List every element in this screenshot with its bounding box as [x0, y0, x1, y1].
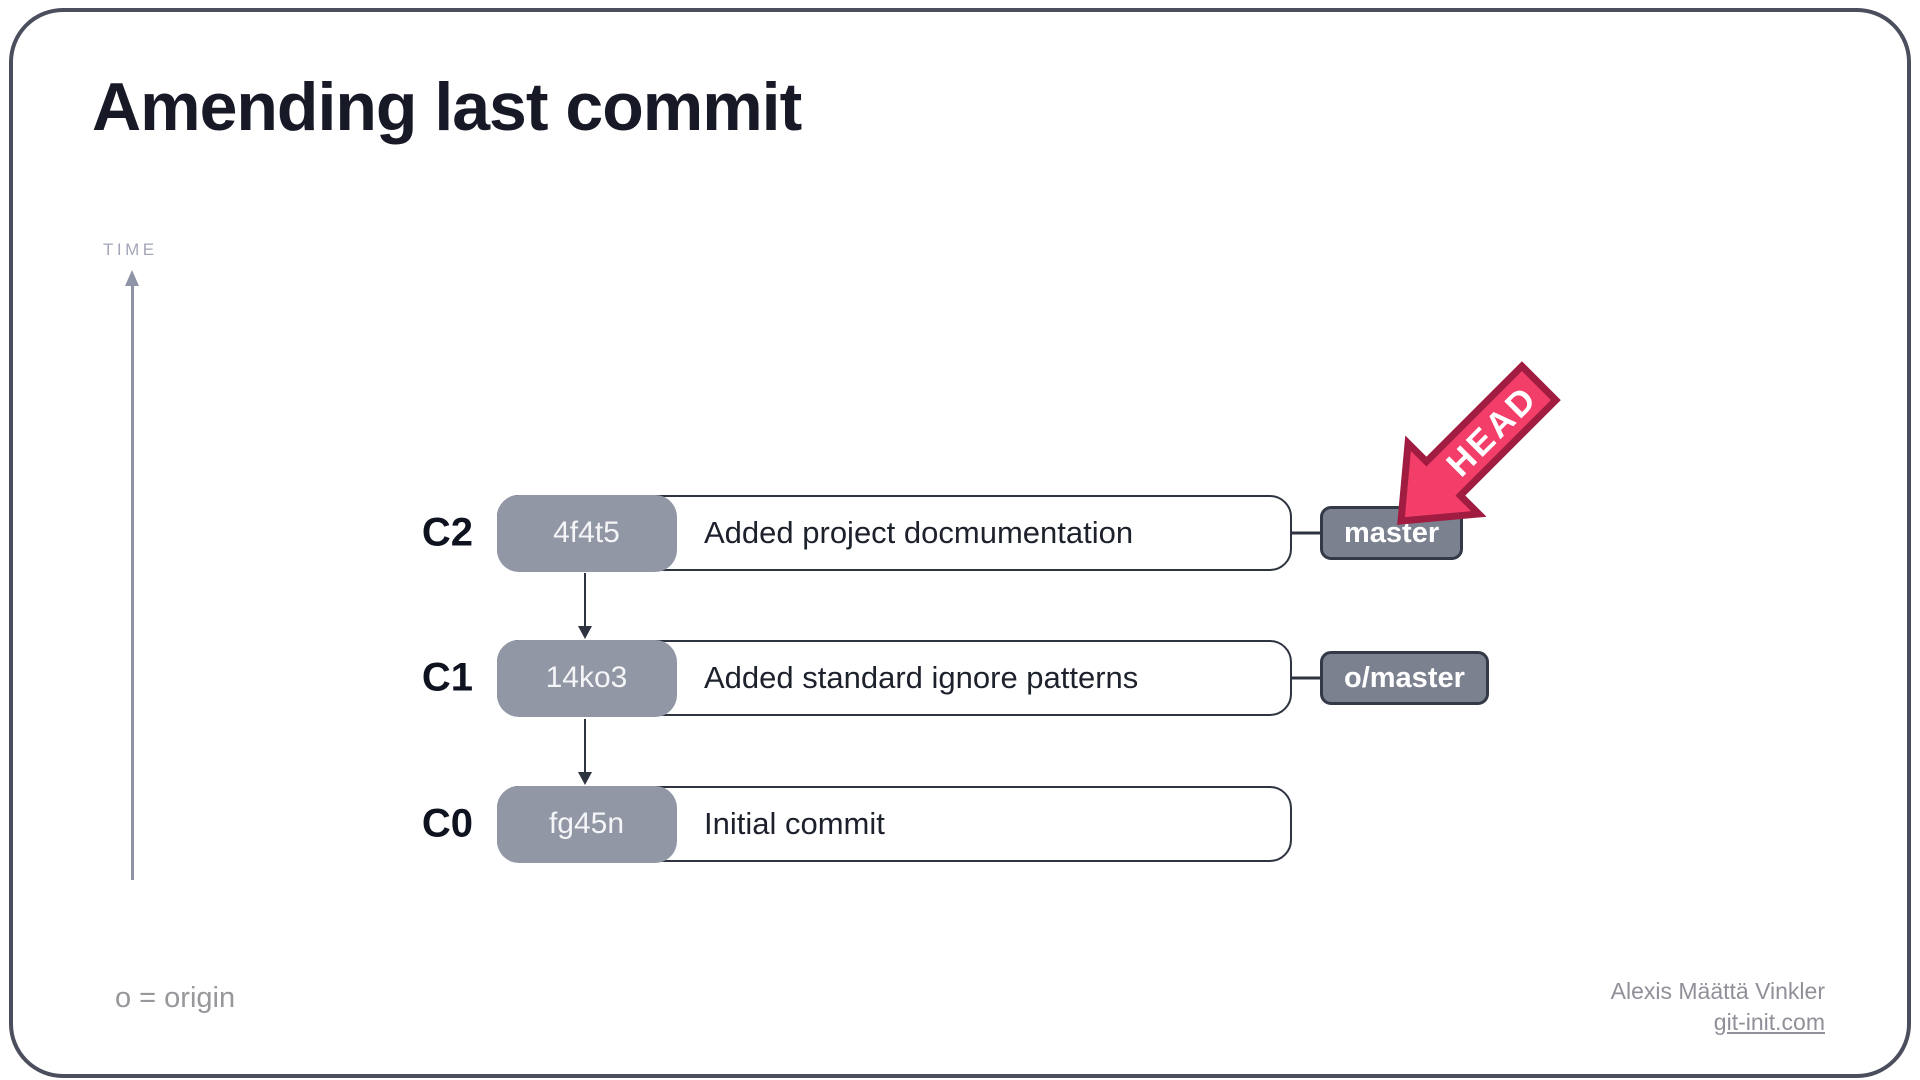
commit-hash: 4f4t5 [553, 516, 620, 549]
commit-box: 4f4t5 Added project docmumentation [496, 494, 1292, 572]
commit-hash: 14ko3 [545, 661, 628, 694]
ref-connector-line [1292, 531, 1321, 535]
head-arrow: HEAD [1397, 361, 1561, 525]
time-axis-label: TIME [103, 240, 158, 259]
commit-box: 14ko3 Added standard ignore patterns [496, 639, 1292, 717]
commit-parent-arrow [578, 573, 592, 639]
commit-hash: fg45n [548, 807, 625, 840]
page-title: Amending last commit [92, 69, 802, 145]
commit-label: C0 [421, 801, 473, 846]
commit-row-c0: C0 fg45n Initial commit [0, 785, 1920, 863]
commit-row-c2: C2 4f4t5 Added project docmumentation ma… [0, 494, 1920, 572]
branch-badge-origin-master: o/master [1320, 651, 1489, 705]
arrow-shaft [583, 573, 587, 626]
time-axis-line [131, 284, 134, 880]
origin-legend: o = origin [115, 982, 236, 1014]
commit-hash-pill: fg45n [496, 785, 677, 863]
commit-message: Added standard ignore patterns [704, 660, 1139, 695]
head-arrow-shape [1397, 361, 1561, 525]
commit-label: C2 [421, 510, 473, 555]
commit-message: Initial commit [704, 806, 885, 841]
ref-connector-line [1292, 676, 1321, 680]
commit-row-c1: C1 14ko3 Added standard ignore patterns … [0, 639, 1920, 717]
commit-parent-arrow [578, 719, 592, 785]
arrow-head-icon [578, 626, 592, 639]
commit-hash-pill: 4f4t5 [496, 494, 677, 572]
credits: Alexis Määttä Vinkler git-init.com [1611, 976, 1825, 1038]
time-axis-arrowhead-icon [125, 270, 139, 286]
commit-hash-pill: 14ko3 [496, 639, 677, 717]
author-name: Alexis Määttä Vinkler [1610, 978, 1825, 1004]
commit-box: fg45n Initial commit [496, 785, 1292, 863]
arrow-head-icon [578, 772, 592, 785]
commit-message: Added project docmumentation [704, 515, 1134, 550]
arrow-shaft [583, 719, 587, 772]
branch-badge-master: master [1320, 506, 1464, 560]
site-link[interactable]: git-init.com [1713, 1009, 1825, 1035]
commit-label: C1 [421, 655, 473, 700]
